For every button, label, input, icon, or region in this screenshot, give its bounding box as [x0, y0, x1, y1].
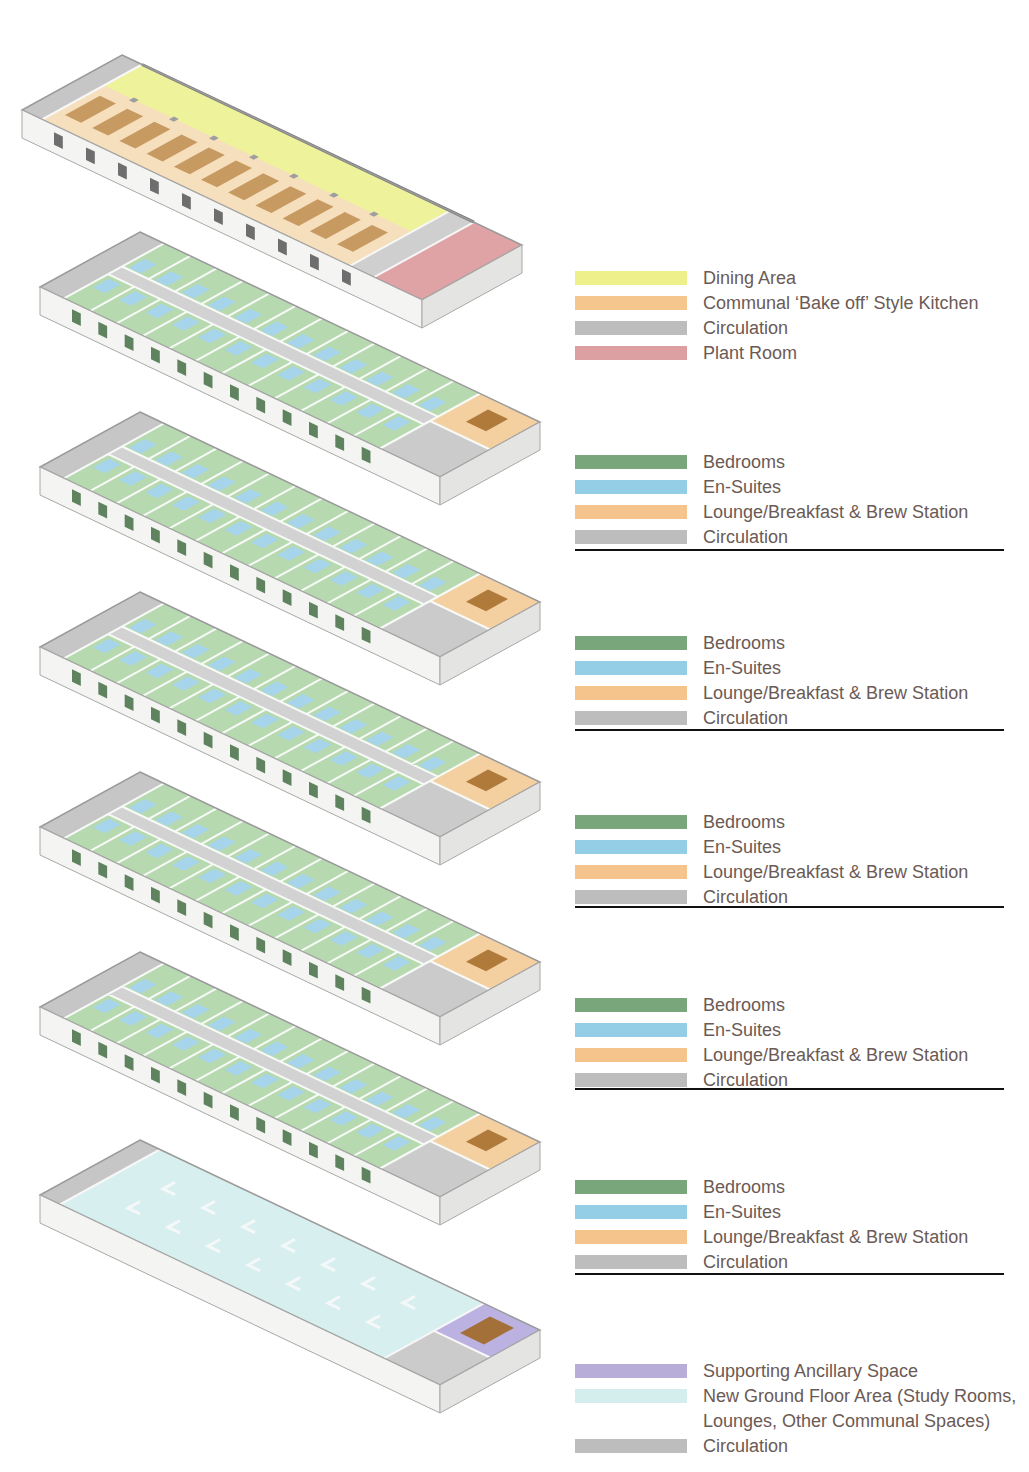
legend-label: Circulation: [703, 1068, 788, 1093]
legend-swatch: [575, 840, 687, 854]
legend-label: Bedrooms: [703, 993, 785, 1018]
legend-label: Lounge/Breakfast & Brew Station: [703, 1225, 968, 1250]
legend-swatch: [575, 271, 687, 285]
legend-label: En-Suites: [703, 475, 781, 500]
legend-swatch: [575, 636, 687, 650]
legend-swatch: [575, 530, 687, 544]
legend-label: Circulation: [703, 1250, 788, 1275]
legend-swatch: [575, 1023, 687, 1037]
legend-label: En-Suites: [703, 835, 781, 860]
legend-label: Lounge/Breakfast & Brew Station: [703, 860, 968, 885]
legend-label: Lounge/Breakfast & Brew Station: [703, 681, 968, 706]
legend-swatch: [575, 296, 687, 310]
legend-label: Bedrooms: [703, 810, 785, 835]
legend-label: Bedrooms: [703, 450, 785, 475]
legend-swatch: [575, 1048, 687, 1062]
legend-label: Circulation: [703, 1434, 788, 1459]
legend-label: Dining Area: [703, 266, 796, 291]
legend-swatch: [575, 1230, 687, 1244]
legend-swatch: [575, 865, 687, 879]
legend-label: New Ground Floor Area (Study Rooms, Loun…: [703, 1384, 1021, 1434]
legend-swatch: [575, 1255, 687, 1269]
legend-swatch: [575, 815, 687, 829]
legend-swatch: [575, 998, 687, 1012]
legend-label: Bedrooms: [703, 1175, 785, 1200]
legend-swatch: [575, 686, 687, 700]
legend-swatch: [575, 1389, 687, 1403]
legend-label: En-Suites: [703, 1018, 781, 1043]
legend-label: Circulation: [703, 885, 788, 910]
legend-swatch: [575, 1073, 687, 1087]
ground-floor: [40, 1140, 540, 1413]
legend-rule: [575, 729, 1004, 731]
legend-label: Circulation: [703, 706, 788, 731]
legend-rule: [575, 549, 1004, 551]
legend-swatch: [575, 890, 687, 904]
legend-label: Lounge/Breakfast & Brew Station: [703, 500, 968, 525]
legend-swatch: [575, 1364, 687, 1378]
legend-rule: [575, 1273, 1004, 1275]
legend-label: Communal ‘Bake off’ Style Kitchen: [703, 291, 978, 316]
legend-swatch: [575, 321, 687, 335]
legend-label: Lounge/Breakfast & Brew Station: [703, 1043, 968, 1068]
legend-swatch: [575, 711, 687, 725]
legend-swatch: [575, 661, 687, 675]
legend-label: Bedrooms: [703, 631, 785, 656]
legend-swatch: [575, 455, 687, 469]
legend-swatch: [575, 480, 687, 494]
legend-swatch: [575, 1439, 687, 1453]
legend-rule: [575, 906, 1004, 908]
legend-swatch: [575, 346, 687, 360]
legend-label: En-Suites: [703, 1200, 781, 1225]
legend-rule: [575, 1088, 1004, 1090]
legend-swatch: [575, 505, 687, 519]
legend-label: Plant Room: [703, 341, 797, 366]
legend-label: En-Suites: [703, 656, 781, 681]
legend-swatch: [575, 1205, 687, 1219]
legend-label: Circulation: [703, 525, 788, 550]
legend-label: Supporting Ancillary Space: [703, 1359, 918, 1384]
legend-swatch: [575, 1180, 687, 1194]
legend-label: Circulation: [703, 316, 788, 341]
